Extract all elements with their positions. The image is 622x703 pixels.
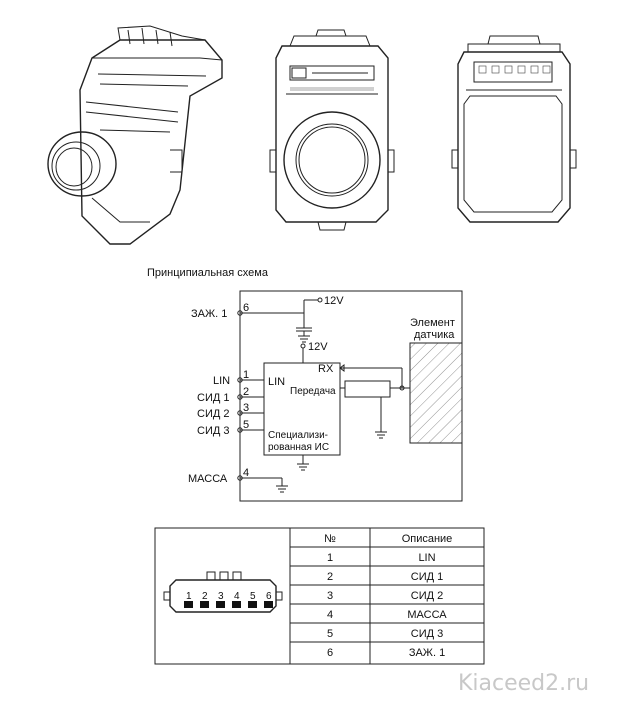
connector-pin-terminal [232, 601, 241, 608]
schematic-diagram: 12V 12V LIN RX Передача Специализи- рова… [188, 290, 463, 502]
watermark: Kiaceed2.ru [458, 671, 589, 696]
table-cell-desc: МАССА [407, 609, 447, 621]
table-cell-desc: СИД 1 [411, 571, 443, 583]
pin-label-zazh1: ЗАЖ. 1 [191, 308, 227, 320]
ic-name-line1: Специализи- [268, 430, 328, 441]
asic-block [263, 362, 341, 456]
element-label-1: Элемент [410, 317, 455, 329]
pin-num-4: 4 [243, 467, 249, 479]
connector-pin-number: 2 [202, 591, 208, 602]
connector-pin-terminal [248, 601, 257, 608]
table-cell-num: 4 [327, 609, 333, 621]
pin-num-6: 6 [243, 302, 249, 314]
pin-num-1: 1 [243, 369, 249, 381]
connector-panel-frame [154, 527, 485, 665]
v12-top-label: 12V [324, 295, 344, 307]
table-cell-num: 1 [327, 552, 333, 564]
connector-pin-terminal [200, 601, 209, 608]
resistor [344, 380, 391, 398]
ic-lin-label: LIN [268, 376, 285, 388]
terminal-12v-top [317, 297, 323, 303]
connector-pin-number: 5 [250, 591, 256, 602]
pin-label-sid1: СИД 1 [197, 392, 229, 404]
table-cell-desc: LIN [418, 552, 435, 564]
pin-table: № Описание 1 LIN 2 СИД 1 3 СИД 2 4 МАССА 5 СИД 3 6… [290, 528, 484, 664]
table-cell-num: 3 [327, 590, 333, 602]
pin-label-sid2: СИД 2 [197, 408, 229, 420]
sensor-front-view [269, 29, 395, 231]
connector-pin-number: 4 [234, 591, 240, 602]
connector-pin-terminal [264, 601, 273, 608]
table-cell-desc: СИД 3 [411, 628, 443, 640]
pin-label-sid3: СИД 3 [197, 425, 229, 437]
connector-pin-number: 6 [266, 591, 272, 602]
pin-label-massa: МАССА [188, 473, 228, 485]
pin-num-5: 5 [243, 419, 249, 431]
table-cell-desc: ЗАЖ. 1 [409, 647, 445, 659]
schematic-title: Принципиальная схема [147, 267, 269, 279]
element-label-2: датчика [414, 329, 455, 341]
ic-name-line2: рованная ИС [268, 442, 329, 453]
connector-pin-terminal [184, 601, 193, 608]
terminal-12v-ic [300, 343, 306, 349]
connector-pin-number: 3 [218, 591, 224, 602]
table-header-desc: Описание [402, 533, 453, 545]
table-cell-num: 2 [327, 571, 333, 583]
connector-pin-terminal [216, 601, 225, 608]
pin-num-2: 2 [243, 386, 249, 398]
table-cell-num: 5 [327, 628, 333, 640]
table-header-num: № [324, 533, 336, 545]
v12-ic-label: 12V [308, 341, 328, 353]
table-cell-desc: СИД 2 [411, 590, 443, 602]
sensor-element [409, 342, 463, 444]
connector-pin-number: 1 [186, 591, 192, 602]
sensor-back-view [451, 35, 577, 223]
sensor-perspective-view [47, 25, 223, 245]
ic-rx-label: RX [318, 363, 334, 375]
pin-label-lin: LIN [213, 375, 230, 387]
pin-num-3: 3 [243, 402, 249, 414]
ic-tx-label: Передача [290, 386, 336, 397]
table-cell-num: 6 [327, 647, 333, 659]
